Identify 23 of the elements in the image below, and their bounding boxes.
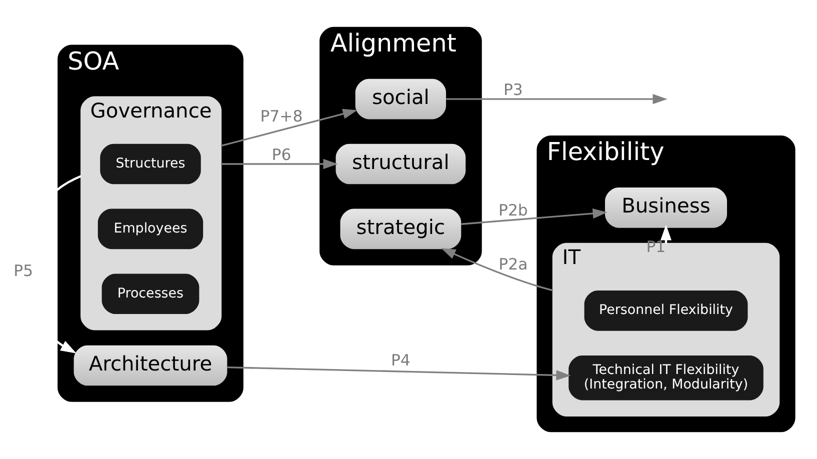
- arrow: [221, 158, 338, 170]
- edge-label: P5: [14, 260, 34, 280]
- node-box: Processes: [102, 274, 200, 314]
- edge-label: P7+8: [260, 106, 303, 126]
- edge-label: P2b: [498, 200, 528, 220]
- arrow: [441, 248, 554, 292]
- node-box: Business: [605, 188, 728, 228]
- edge-label: P4: [390, 350, 410, 370]
- node-box: Personnel Flexibility: [584, 290, 748, 331]
- node-box: Employees: [98, 208, 204, 250]
- node-box: Architecture: [74, 345, 228, 386]
- node-box: social: [355, 78, 446, 120]
- edge-label: P2a: [498, 254, 528, 274]
- arrow: [220, 108, 358, 147]
- edge-label: P1: [646, 237, 666, 256]
- node-box: structural: [336, 144, 466, 184]
- node-box: Technical IT Flexibility (Integration, Modularity): [568, 355, 764, 400]
- arrow: [461, 208, 608, 225]
- edge-label: P3: [503, 80, 523, 99]
- node-box: Structures: [100, 144, 201, 184]
- arrow: [227, 366, 571, 380]
- node-box: strategic: [340, 208, 462, 250]
- edge-label: P6: [272, 144, 292, 164]
